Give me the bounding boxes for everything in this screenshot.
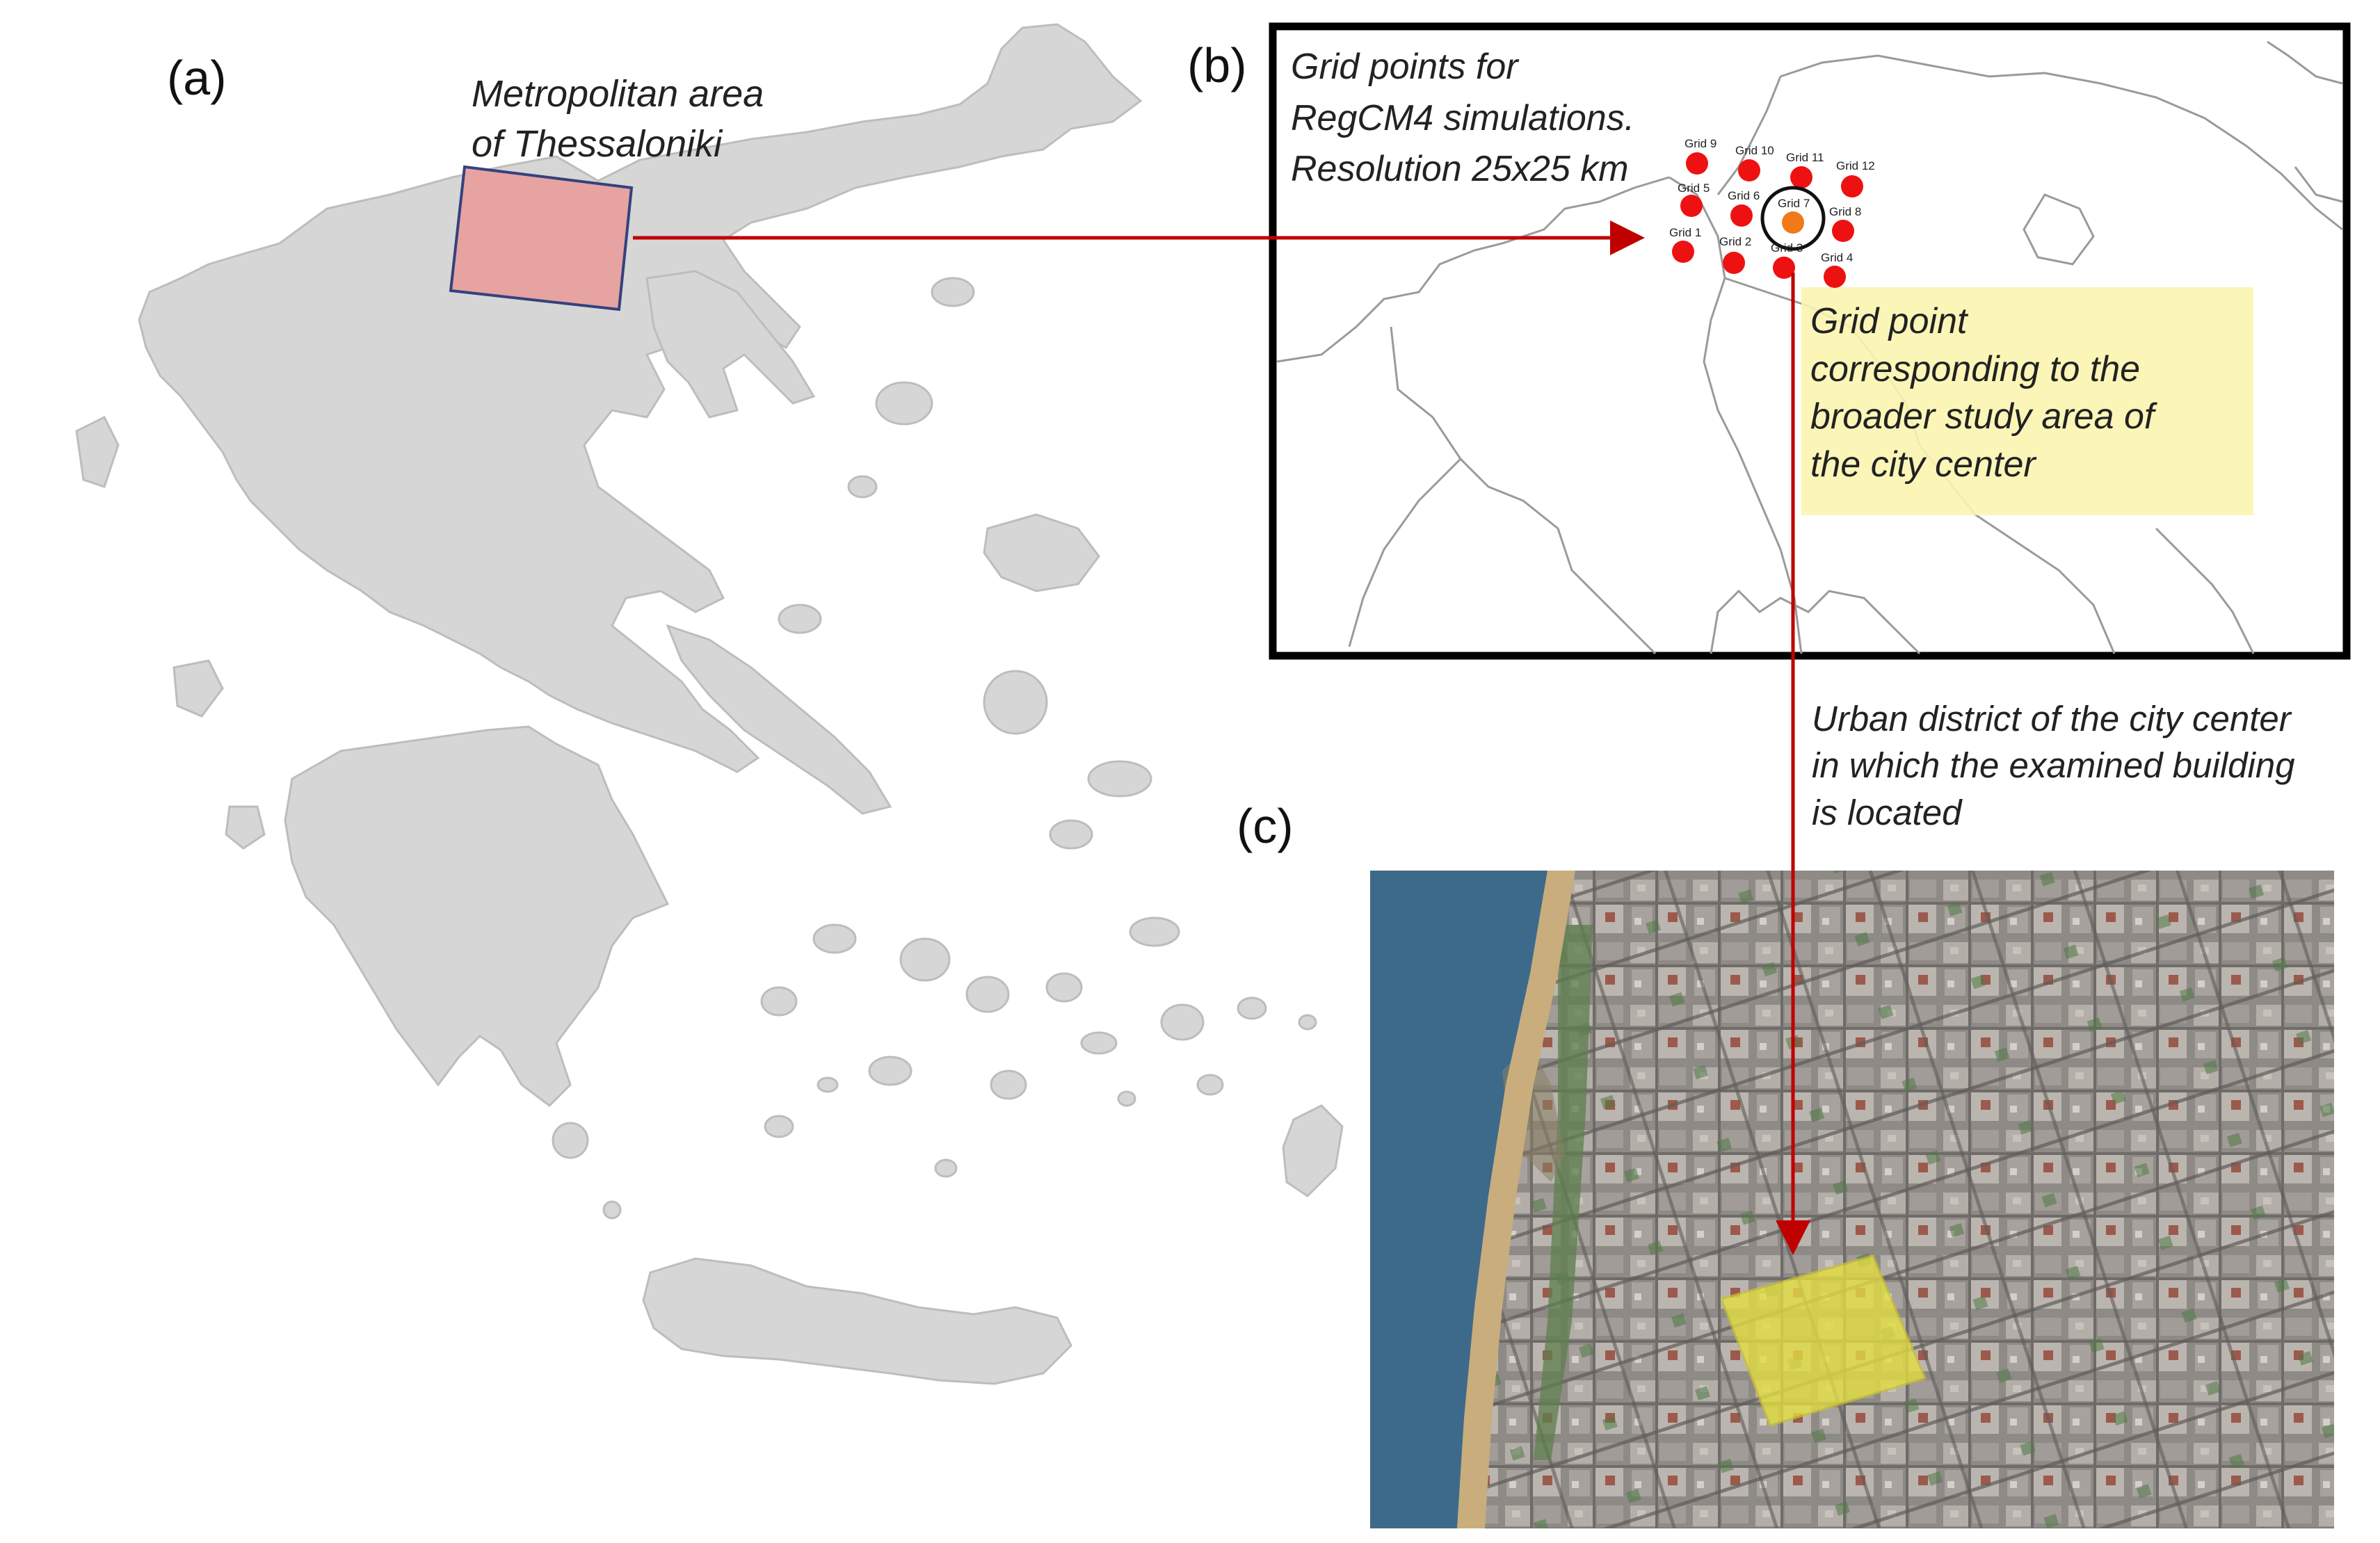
grid-label-4: Grid 4 (1821, 251, 1853, 264)
waterfront-parks (1534, 925, 1593, 1460)
greece-mainland (138, 23, 1143, 773)
grid-point-9 (1686, 152, 1708, 175)
connector-arrows (633, 220, 1810, 1255)
grid-label-11: Grid 11 (1786, 151, 1824, 164)
satellite-sea (1370, 871, 1547, 1528)
grid-label-5: Grid 5 (1678, 181, 1710, 195)
grid-label-2: Grid 2 (1719, 235, 1751, 248)
grid-point-5 (1680, 195, 1703, 217)
grid-label-1: Grid 1 (1669, 226, 1701, 239)
metro-area-label-line2: of Thessaloniki (472, 123, 723, 165)
satellite-beach (1457, 871, 1575, 1528)
grid-point-1 (1672, 241, 1694, 263)
grid-label-10: Grid 10 (1735, 144, 1774, 157)
grid-label-3: Grid 3 (1771, 241, 1803, 255)
greece-chalkidiki (645, 270, 816, 419)
grid-map-panel: Grid 9 Grid 10 Grid 11 Grid 12 Grid 5 Gr… (1269, 22, 2351, 660)
metro-area-box (449, 165, 634, 312)
grid-point-highlight-box (1801, 287, 2253, 515)
grid-label-9: Grid 9 (1685, 137, 1716, 150)
greece-map (75, 23, 1344, 1385)
grid-map-boundaries (1276, 40, 2343, 655)
grid-point-6 (1730, 204, 1753, 227)
grid-title-line2: RegCM4 simulations. (1291, 98, 1634, 138)
grid-point-4 (1824, 266, 1846, 288)
greece-crete (642, 1257, 1072, 1385)
greece-evia (666, 624, 892, 815)
greece-lesvos (983, 513, 1100, 592)
grid-label-12: Grid 12 (1836, 159, 1875, 172)
study-district-highlight (1720, 1254, 1927, 1427)
grid-point-10 (1738, 159, 1760, 181)
district-caption: Urban district of the city center in whi… (1812, 699, 2295, 832)
greece-ionian-islands (75, 415, 266, 850)
panel-a-letter: (a) (167, 51, 227, 105)
panel-c-letter: (c) (1237, 799, 1294, 853)
grid-point-highlight-text: Grid point corresponding to the broader … (1810, 301, 2155, 485)
greece-aegean-islands (552, 277, 1317, 1220)
greece-rhodes (1282, 1104, 1344, 1197)
metro-area-label-line1: Metropolitan area (472, 73, 764, 115)
satellite-panel (1370, 871, 2334, 1528)
grid-point-labels: Grid 9 Grid 10 Grid 11 Grid 12 Grid 5 Gr… (1669, 137, 1875, 264)
grid-point-11 (1790, 166, 1812, 188)
grid-point-2 (1723, 252, 1745, 274)
greece-peloponnese (284, 725, 670, 1107)
grid-point-12 (1841, 175, 1863, 197)
grid-point-7 (1782, 211, 1804, 234)
grid-points (1672, 152, 1863, 288)
grid-title-line3: Resolution 25x25 km (1291, 149, 1629, 189)
grid-point-3 (1773, 257, 1795, 279)
grid-label-7: Grid 7 (1778, 197, 1810, 210)
grid-label-8: Grid 8 (1829, 205, 1861, 218)
grid-point-8 (1832, 220, 1854, 242)
grid-label-6: Grid 6 (1728, 189, 1760, 202)
grid-point-7-ring (1760, 186, 1826, 251)
panel-b-letter: (b) (1187, 38, 1247, 92)
grid-title-line1: Grid points for (1291, 47, 1520, 87)
